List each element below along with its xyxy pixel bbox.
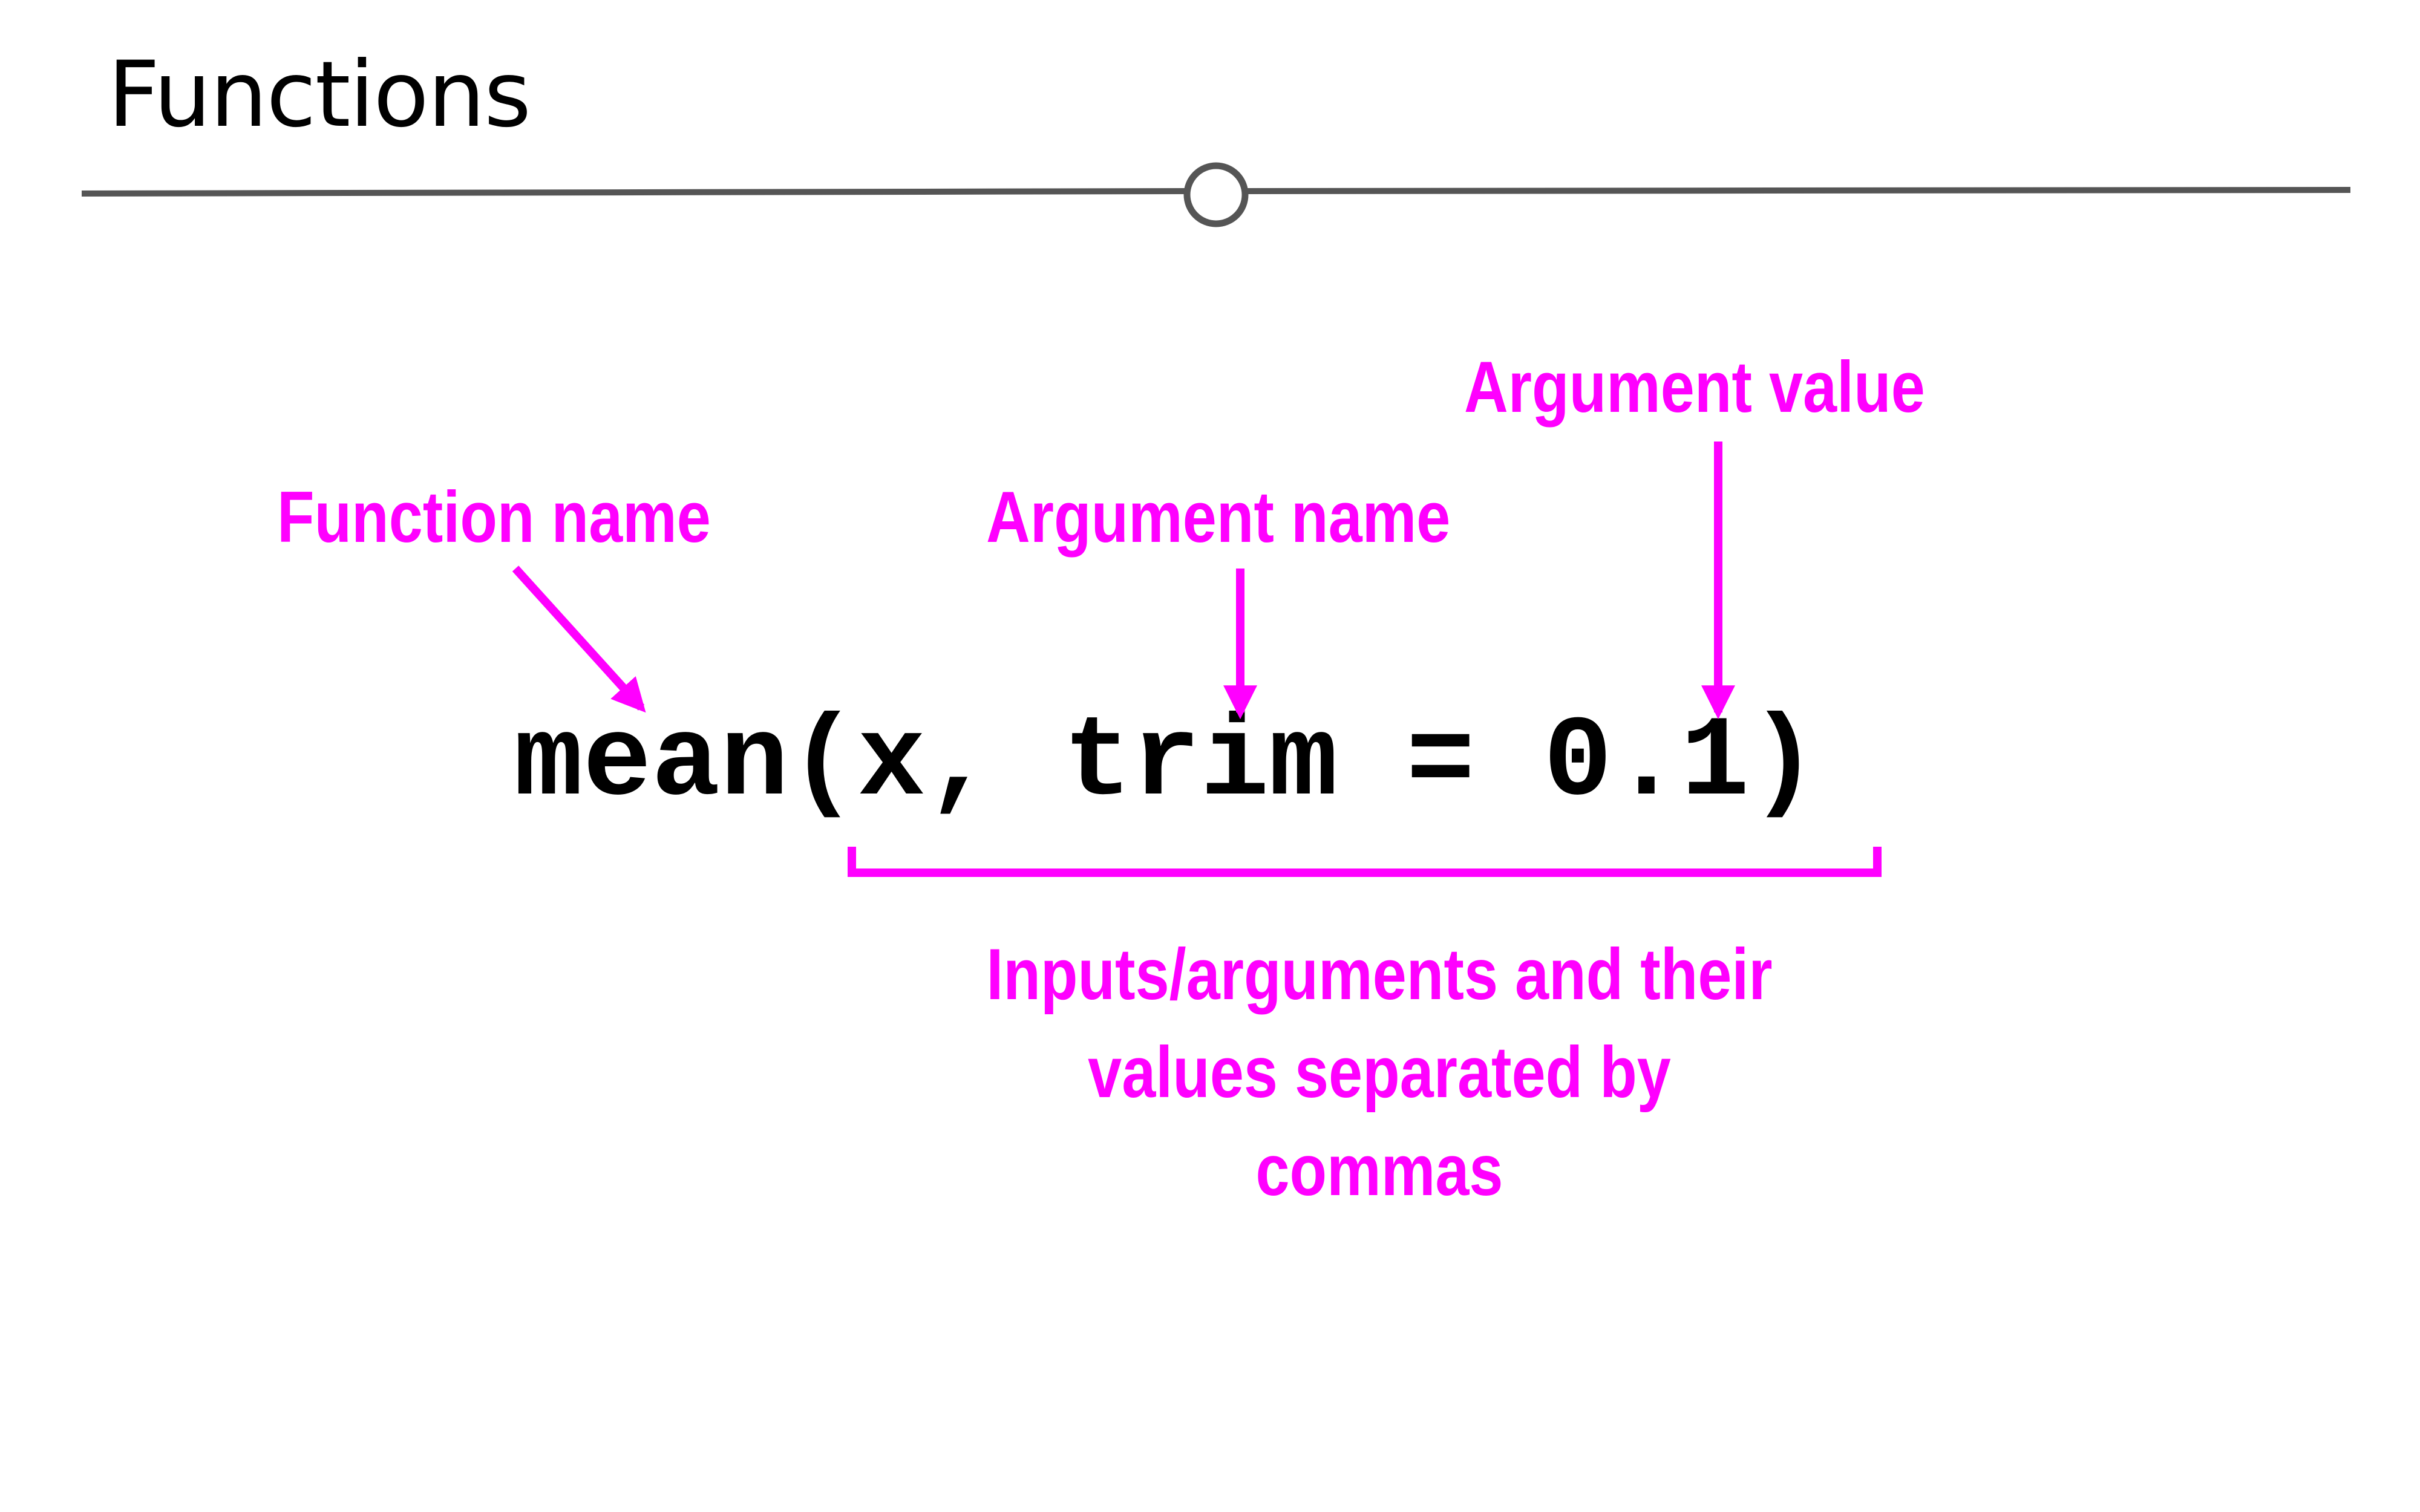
function-name-arrow — [512, 565, 646, 713]
divider-line-left — [81, 188, 1186, 197]
inputs-label-line-1: Inputs/arguments and their — [986, 934, 1773, 1015]
argument-name-label: Argument name — [986, 477, 1451, 558]
function-name-label: Function name — [277, 477, 711, 558]
argument-value-label: Argument value — [1464, 347, 1925, 428]
divider-line-right — [1246, 187, 2351, 194]
slide-title: Functions — [108, 42, 531, 148]
divider-circle-icon — [1183, 162, 1249, 227]
inputs-label: Inputs/arguments and their values separa… — [973, 925, 1786, 1219]
inputs-label-line-2: values separated by commas — [1088, 1032, 1671, 1211]
code-expression: mean(x, trim = 0.1) — [514, 699, 1818, 828]
arguments-bracket — [848, 847, 1882, 877]
